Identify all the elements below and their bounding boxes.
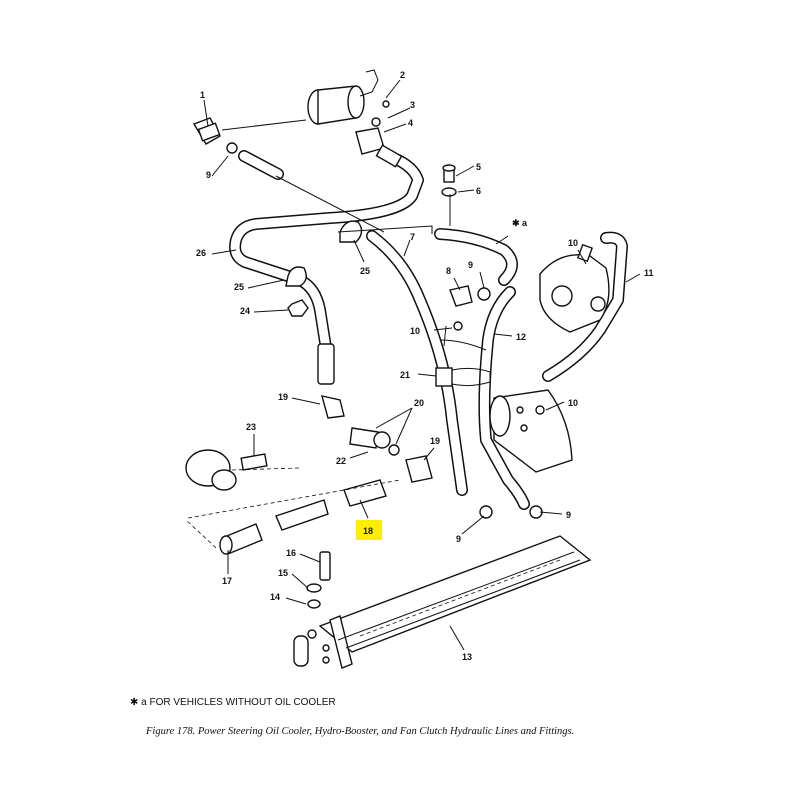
callout-16: 16 <box>286 548 296 558</box>
washer-10-right <box>535 405 545 415</box>
adapter-22 <box>349 427 391 449</box>
elbow-fitting-19-lower <box>405 455 433 483</box>
coupling-17 <box>219 523 263 555</box>
callout-25-left: 25 <box>234 282 244 292</box>
elbow-fitting-19-upper <box>321 395 345 419</box>
tee-fitting-4 <box>355 100 403 168</box>
clamp-21 <box>435 339 491 387</box>
elbow-fitting-8 <box>449 285 473 307</box>
callout-22: 22 <box>336 456 346 466</box>
callout-numbers: 1 2 3 4 5 6 ✱ a 7 8 9 9 9 9 10 10 10 11 … <box>196 70 654 662</box>
clamp-9-upper <box>477 287 491 301</box>
footnote: ✱ a FOR VEHICLES WITHOUT OIL COOLER <box>130 697 336 708</box>
callout-25-right: 25 <box>360 266 370 276</box>
screw-16 <box>319 551 331 581</box>
hydro-booster-body <box>489 389 573 473</box>
o-ring-20 <box>388 444 400 456</box>
callout-star-a: ✱ a <box>512 218 528 228</box>
coupling-body <box>275 499 329 531</box>
coupling-18 <box>343 479 387 507</box>
callout-leaders <box>203 79 641 651</box>
washer-15 <box>306 583 322 593</box>
callout-17: 17 <box>222 576 232 586</box>
callout-19-upper: 19 <box>278 392 288 402</box>
callout-9-upper: 9 <box>468 260 473 270</box>
callout-19-lower: 19 <box>430 436 440 446</box>
callout-18-highlight <box>356 520 382 540</box>
elbow-fitting-1 <box>192 117 238 154</box>
callout-5: 5 <box>476 162 481 172</box>
callout-1: 1 <box>200 90 205 100</box>
callout-10-left: 10 <box>410 326 420 336</box>
fan-clutch-23 <box>185 449 268 491</box>
bolt-5 <box>442 164 456 183</box>
callout-10-right: 10 <box>568 398 578 408</box>
callout-8: 8 <box>446 266 451 276</box>
callout-4: 4 <box>408 118 413 128</box>
clamp-25-lower <box>285 266 307 287</box>
hydro-booster-cylinder <box>307 69 379 125</box>
callout-18: 18 <box>363 526 373 536</box>
washer-14 <box>307 599 321 609</box>
callout-10-top: 10 <box>568 238 578 248</box>
callout-9-left: 9 <box>206 170 211 180</box>
callout-15: 15 <box>278 568 288 578</box>
callout-21: 21 <box>400 370 410 380</box>
callout-11: 11 <box>644 268 654 278</box>
callout-14: 14 <box>270 592 280 602</box>
washer-10-left <box>453 321 463 331</box>
callout-2: 2 <box>400 70 405 80</box>
figure-caption: Figure 178. Power Steering Oil Cooler, H… <box>146 726 575 737</box>
callout-7: 7 <box>410 232 415 242</box>
callout-26: 26 <box>196 248 206 258</box>
callout-24: 24 <box>240 306 250 316</box>
callout-12: 12 <box>516 332 526 342</box>
callout-23: 23 <box>246 422 256 432</box>
nut-24 <box>287 299 309 317</box>
callout-9-right: 9 <box>566 510 571 520</box>
callout-13: 13 <box>462 652 472 662</box>
hose-end-fitting <box>317 343 335 385</box>
guide-lines <box>221 119 451 347</box>
callout-6: 6 <box>476 186 481 196</box>
callout-3: 3 <box>410 100 415 110</box>
hydraulic-lines <box>229 150 628 510</box>
washer-6 <box>441 187 457 197</box>
clamp-9-left <box>479 505 493 519</box>
power-steering-pump <box>539 243 610 333</box>
oil-cooler-13 <box>293 535 592 669</box>
callout-20: 20 <box>414 398 424 408</box>
assembly-leader-lines <box>185 467 401 549</box>
callout-9-bottom: 9 <box>456 534 461 544</box>
